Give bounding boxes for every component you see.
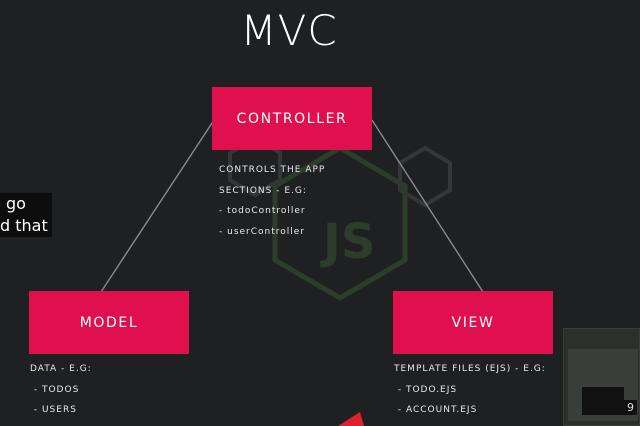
connector-controller-model [100,119,215,293]
video-caption: go d that [0,193,52,237]
red-pointer-icon [338,412,364,426]
thumbnail-dark-region [582,387,624,415]
svg-text:JS: JS [320,214,375,270]
caption-line-1: go [6,194,26,213]
diagram-title: MVC [240,6,338,55]
controller-description: CONTROLS THE APP SECTIONS - E.G: - todoC… [219,165,326,237]
controller-box: CONTROLLER [212,87,372,150]
controller-label: CONTROLLER [236,110,348,127]
view-box: VIEW [393,291,553,354]
model-description: DATA - E.G: - TODOS - USERS [30,364,92,415]
video-thumbnail[interactable]: 9 [563,328,640,426]
thumbnail-number: 9 [624,400,637,415]
connector-controller-view [371,119,484,293]
model-box: MODEL [29,291,189,354]
caption-line-2: d that [0,216,48,235]
nodejs-logo-watermark: JS [228,135,452,301]
view-description: TEMPLATE FILES (EJS) - E.G: - TODO.EJS -… [394,364,546,415]
view-label: VIEW [451,314,495,331]
model-label: MODEL [79,314,139,331]
